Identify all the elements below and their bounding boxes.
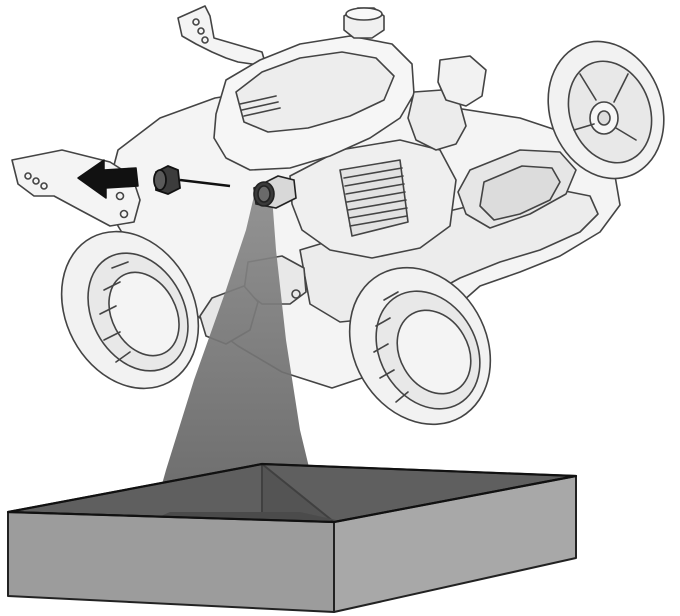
pan-front-wall <box>8 512 334 612</box>
drain-plug-icon <box>154 166 180 194</box>
cooling-fins <box>340 160 408 236</box>
lawn-mower <box>12 6 680 450</box>
handle-bracket-right <box>178 6 266 66</box>
oil-drain-pan <box>8 464 576 612</box>
air-filter <box>438 56 486 106</box>
